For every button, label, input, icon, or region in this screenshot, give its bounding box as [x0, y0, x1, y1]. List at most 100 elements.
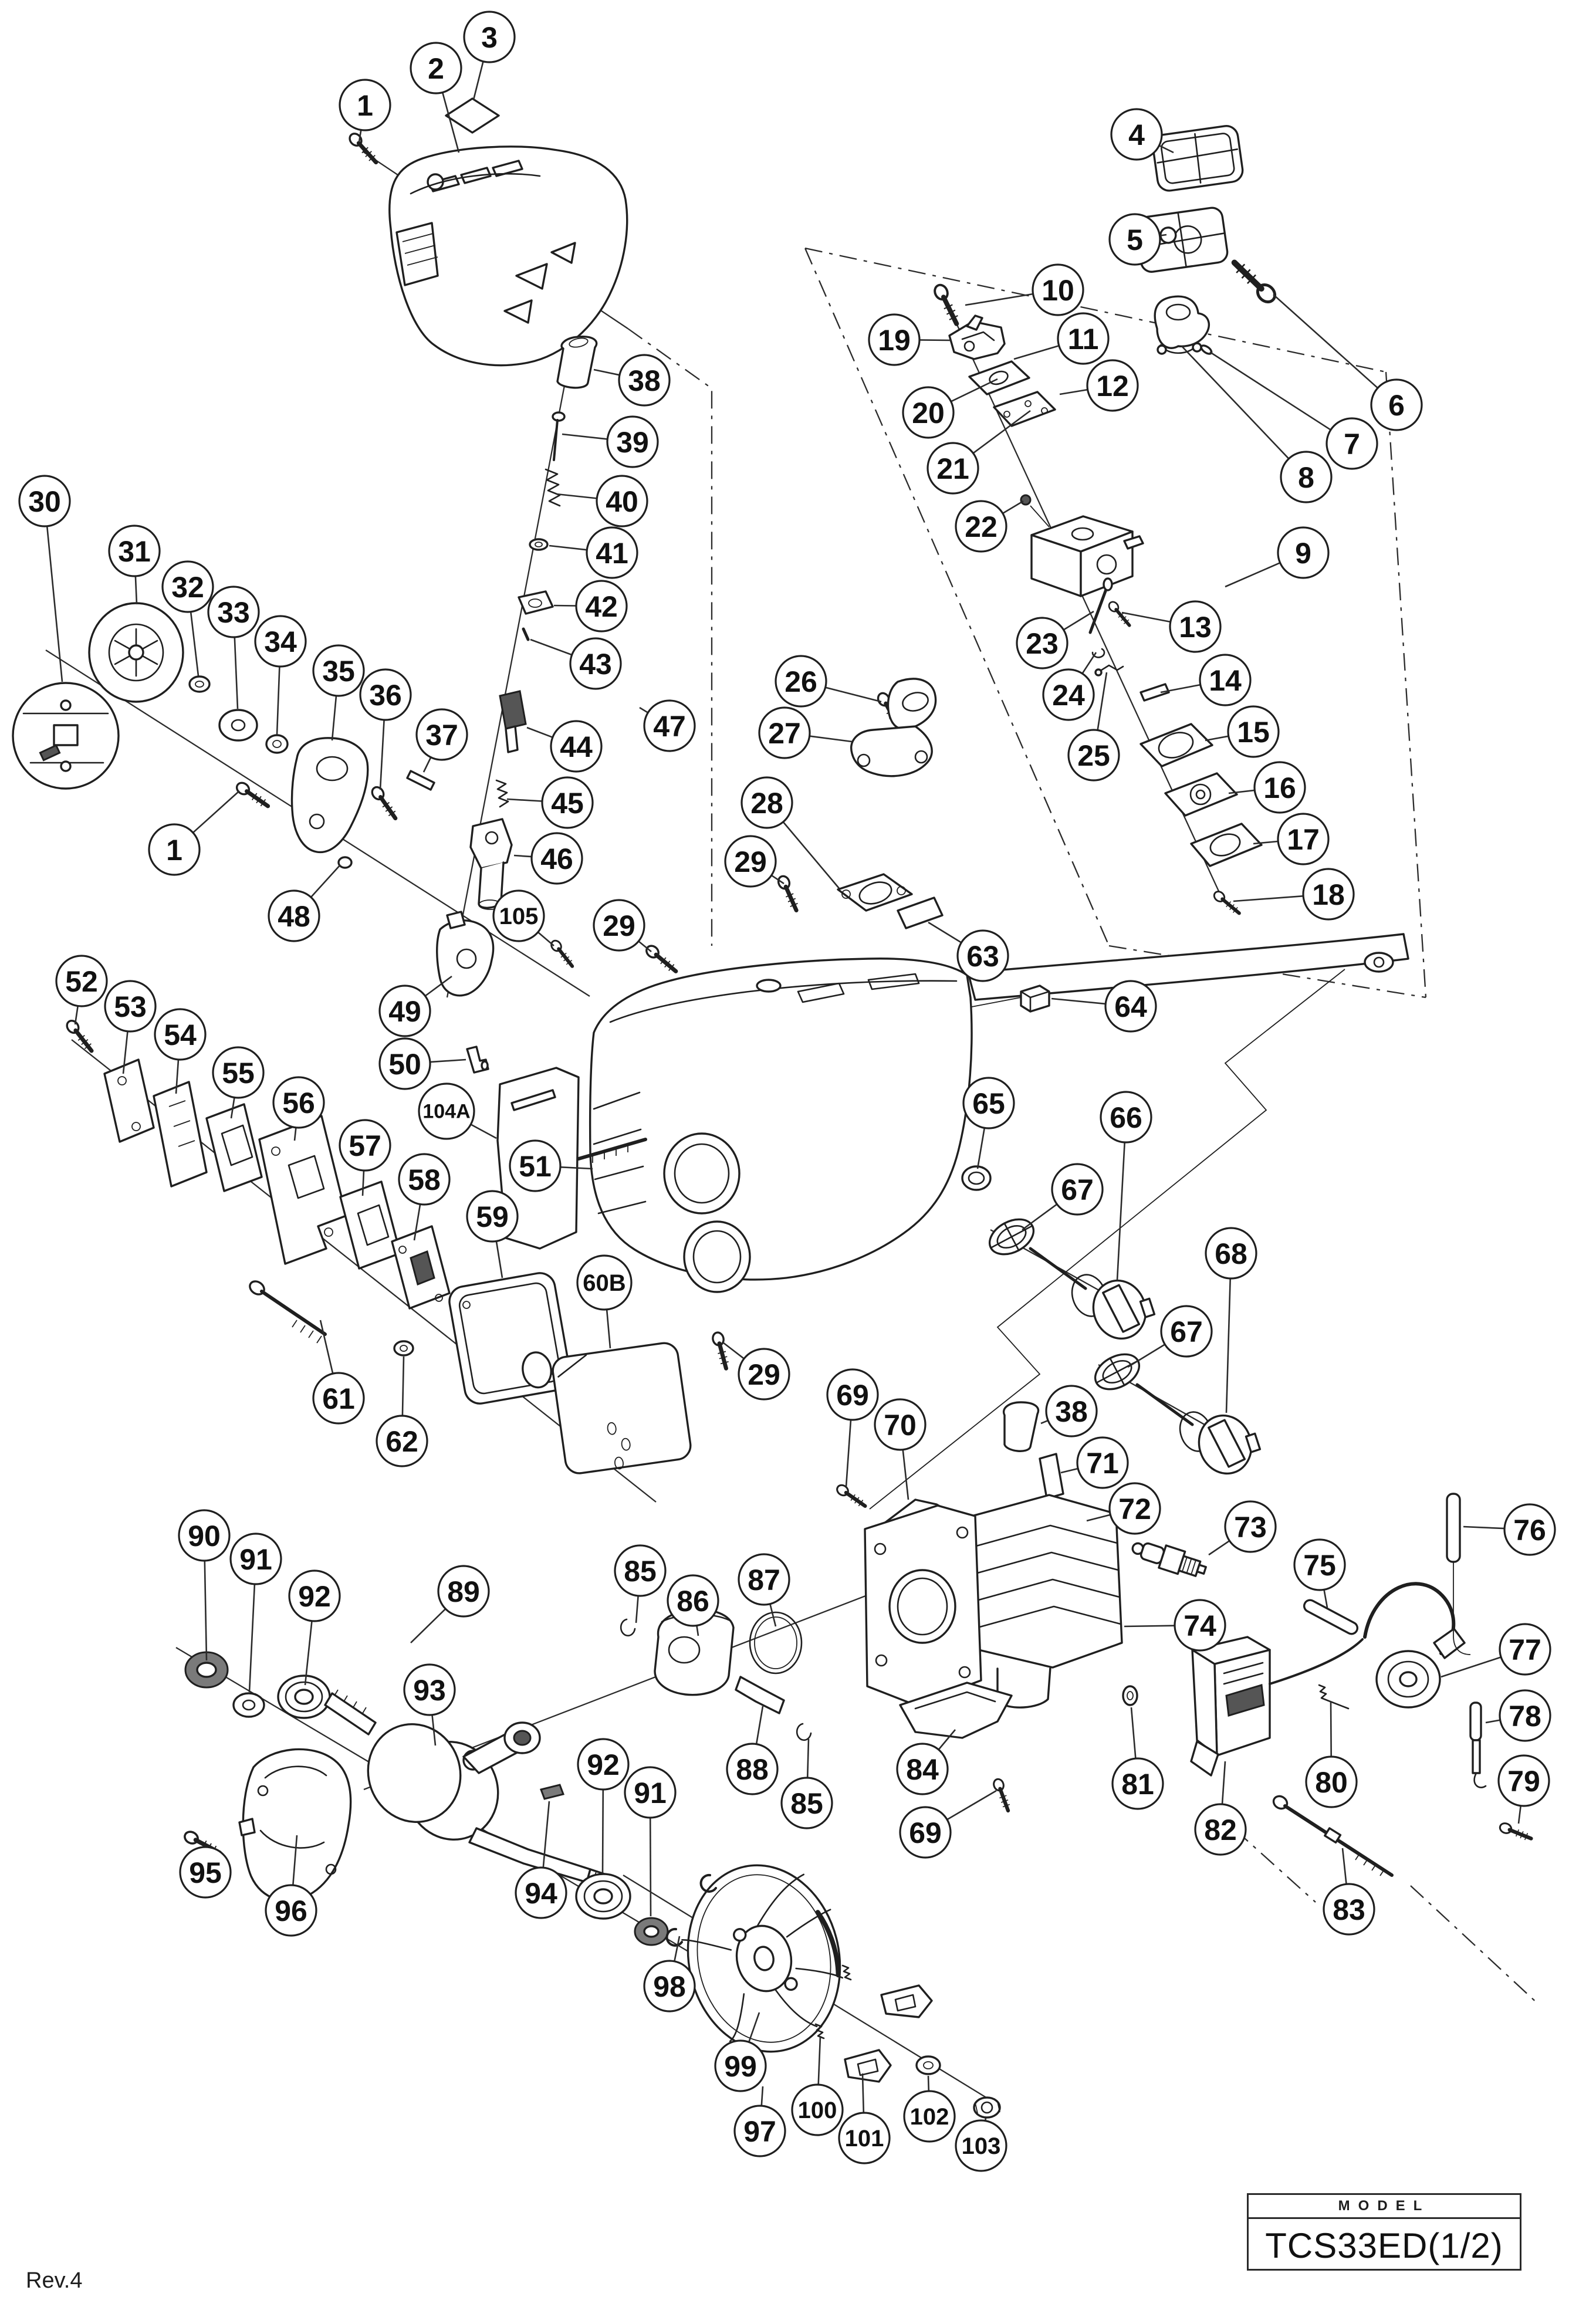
- callout-74[interactable]: 74: [1124, 1599, 1226, 1652]
- balloon-circle-60B[interactable]: [576, 1254, 633, 1311]
- callout-70[interactable]: 70: [874, 1398, 927, 1500]
- callout-79[interactable]: 79: [1497, 1754, 1550, 1824]
- balloon-circle-6[interactable]: [1370, 378, 1423, 431]
- balloon-circle-17[interactable]: [1277, 813, 1330, 865]
- callout-55[interactable]: 55: [212, 1046, 265, 1119]
- callout-6[interactable]: 6: [1273, 294, 1423, 431]
- callout-36[interactable]: 36: [359, 668, 412, 790]
- callout-22[interactable]: 22: [955, 500, 1024, 553]
- callout-2[interactable]: 2: [410, 42, 462, 153]
- balloon-circle-95[interactable]: [179, 1846, 232, 1899]
- callout-28[interactable]: 28: [740, 776, 840, 889]
- balloon-circle-91[interactable]: [624, 1766, 677, 1819]
- callout-14[interactable]: 14: [1160, 654, 1252, 706]
- balloon-circle-11[interactable]: [1057, 312, 1110, 365]
- callout-69[interactable]: 69: [826, 1368, 879, 1487]
- callout-85[interactable]: 85: [614, 1544, 667, 1623]
- balloon-circle-26[interactable]: [775, 655, 827, 708]
- balloon-circle-66[interactable]: [1100, 1091, 1152, 1144]
- balloon-circle-94[interactable]: [515, 1866, 567, 1919]
- callout-29[interactable]: 29: [724, 835, 785, 888]
- balloon-circle-69[interactable]: [826, 1368, 879, 1421]
- balloon-circle-22[interactable]: [955, 500, 1007, 553]
- balloon-circle-97[interactable]: [733, 2105, 786, 2157]
- balloon-circle-5[interactable]: [1108, 213, 1161, 266]
- callout-58[interactable]: 58: [398, 1153, 451, 1241]
- balloon-circle-18[interactable]: [1302, 868, 1355, 921]
- callout-47[interactable]: 47: [639, 699, 696, 752]
- callout-45[interactable]: 45: [506, 776, 594, 829]
- callout-78[interactable]: 78: [1485, 1689, 1551, 1742]
- balloon-circle-19[interactable]: [868, 313, 921, 366]
- callout-71[interactable]: 71: [1060, 1436, 1129, 1489]
- balloon-circle-74[interactable]: [1174, 1599, 1226, 1652]
- callout-19[interactable]: 19: [868, 313, 951, 366]
- balloon-circle-76[interactable]: [1503, 1503, 1556, 1556]
- balloon-circle-105[interactable]: [492, 889, 545, 942]
- balloon-circle-13[interactable]: [1169, 600, 1222, 653]
- balloon-circle-33[interactable]: [207, 586, 260, 638]
- callout-31[interactable]: 31: [108, 525, 161, 605]
- balloon-circle-32[interactable]: [161, 560, 214, 613]
- balloon-circle-89[interactable]: [437, 1565, 490, 1618]
- balloon-circle-83[interactable]: [1323, 1883, 1375, 1936]
- balloon-circle-55[interactable]: [212, 1046, 265, 1099]
- balloon-circle-38[interactable]: [1045, 1385, 1098, 1437]
- balloon-circle-73[interactable]: [1224, 1500, 1277, 1553]
- balloon-circle-53[interactable]: [104, 980, 157, 1033]
- balloon-circle-78[interactable]: [1499, 1689, 1551, 1742]
- callout-60B[interactable]: 60B: [576, 1254, 633, 1349]
- balloon-circle-72[interactable]: [1108, 1482, 1161, 1535]
- callout-93[interactable]: 93: [403, 1663, 456, 1746]
- balloon-circle-75[interactable]: [1293, 1538, 1346, 1591]
- callout-29[interactable]: 29: [722, 1341, 790, 1401]
- balloon-circle-67[interactable]: [1160, 1305, 1213, 1358]
- balloon-circle-29[interactable]: [724, 835, 777, 888]
- balloon-circle-87[interactable]: [738, 1553, 790, 1606]
- balloon-circle-90[interactable]: [178, 1509, 231, 1562]
- balloon-circle-44[interactable]: [550, 720, 603, 773]
- callout-50[interactable]: 50: [378, 1037, 466, 1090]
- balloon-circle-1[interactable]: [339, 79, 391, 131]
- balloon-circle-92[interactable]: [288, 1569, 341, 1622]
- callout-82[interactable]: 82: [1194, 1761, 1247, 1856]
- callout-75[interactable]: 75: [1293, 1538, 1346, 1608]
- balloon-circle-101[interactable]: [838, 2112, 891, 2164]
- balloon-circle-12[interactable]: [1086, 359, 1139, 412]
- callout-3[interactable]: 3: [463, 11, 516, 100]
- callout-100[interactable]: 100: [791, 2035, 844, 2136]
- callout-10[interactable]: 10: [965, 263, 1084, 316]
- callout-23[interactable]: 23: [1016, 610, 1094, 669]
- balloon-circle-57[interactable]: [339, 1119, 391, 1172]
- balloon-circle-1[interactable]: [148, 823, 201, 876]
- callout-21[interactable]: 21: [927, 410, 1031, 495]
- balloon-circle-93[interactable]: [403, 1663, 456, 1716]
- callout-99[interactable]: 99: [714, 2012, 767, 2092]
- callout-92[interactable]: 92: [577, 1738, 630, 1873]
- callout-17[interactable]: 17: [1253, 813, 1330, 865]
- callout-4[interactable]: 4: [1110, 108, 1174, 161]
- callout-67[interactable]: 67: [1127, 1305, 1213, 1368]
- callout-86[interactable]: 86: [667, 1574, 719, 1636]
- callout-53[interactable]: 53: [104, 980, 157, 1074]
- callout-72[interactable]: 72: [1086, 1482, 1161, 1535]
- balloon-circle-10[interactable]: [1032, 263, 1084, 316]
- balloon-circle-4[interactable]: [1110, 108, 1163, 161]
- balloon-circle-20[interactable]: [902, 386, 955, 439]
- callout-48[interactable]: 48: [268, 864, 341, 942]
- callout-96[interactable]: 96: [265, 1835, 317, 1937]
- balloon-circle-27[interactable]: [758, 706, 811, 759]
- balloon-circle-47[interactable]: [643, 699, 696, 752]
- balloon-circle-50[interactable]: [378, 1037, 431, 1090]
- callout-11[interactable]: 11: [1013, 312, 1110, 365]
- callout-85[interactable]: 85: [780, 1738, 833, 1829]
- balloon-circle-38[interactable]: [618, 354, 671, 407]
- callout-13[interactable]: 13: [1121, 600, 1222, 653]
- balloon-circle-91[interactable]: [229, 1533, 282, 1585]
- balloon-circle-54[interactable]: [154, 1008, 207, 1061]
- balloon-circle-37[interactable]: [415, 708, 468, 761]
- callout-104A[interactable]: 104A: [418, 1083, 497, 1140]
- callout-80[interactable]: 80: [1305, 1701, 1358, 1808]
- balloon-circle-85[interactable]: [614, 1544, 667, 1597]
- balloon-circle-3[interactable]: [463, 11, 516, 63]
